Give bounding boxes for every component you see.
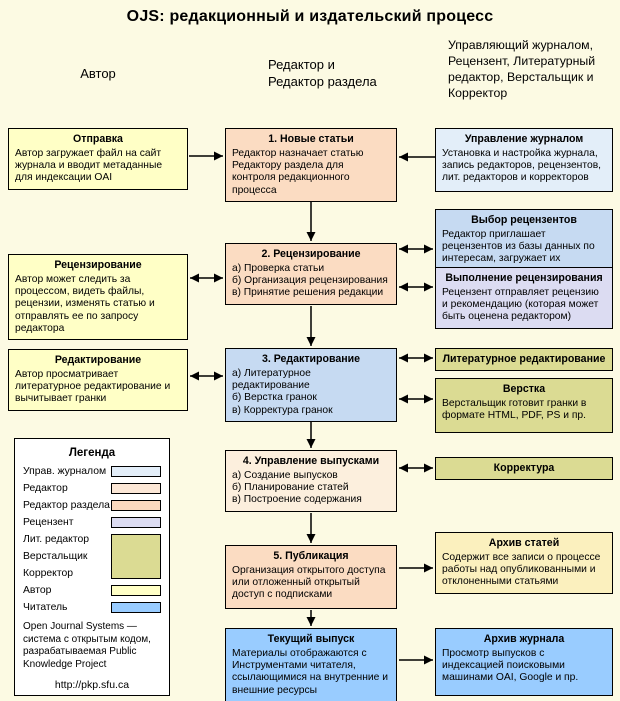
legend-item-layout-editor: Верстальщик <box>23 548 161 565</box>
legend-swatch <box>111 483 161 494</box>
legend-item-editor: Редактор <box>23 480 161 497</box>
legend-item-label: Лит. редактор <box>23 534 90 545</box>
box-body: Автор может следить за процессом, видеть… <box>15 273 155 335</box>
box-body: Редактор приглашает рецензентов из базы … <box>442 228 595 265</box>
box-submission: Отправка Автор загружает файл на сайт жу… <box>8 128 188 190</box>
box-review-execution: Выполнение рецензирования Рецензент отпр… <box>435 267 613 329</box>
legend-item-reader: Читатель <box>23 599 161 616</box>
box-author-editing: Редактирование Автор просматривает литер… <box>8 349 188 411</box>
legend-item-label: Читатель <box>23 602 68 613</box>
box-body: Рецензент отправляет рецензию и рекоменд… <box>442 286 599 323</box>
legend-item-label: Корректор <box>23 568 74 579</box>
box-body: а) Литературное редактирование б) Верстк… <box>232 367 333 416</box>
column-header-editor: Редактор и Редактор раздела <box>268 57 377 89</box>
box-body: а) Создание выпусков б) Планирование ста… <box>232 469 362 506</box>
box-title: Литературное редактирование <box>442 353 606 365</box>
legend-item-reviewer: Рецензент <box>23 514 161 531</box>
box-step5-publication: 5. Публикация Организация открытого дост… <box>225 545 397 609</box>
legend-item-label: Рецензент <box>23 517 74 528</box>
column-header-author: Автор <box>80 66 116 81</box>
box-title: Редактирование <box>54 354 142 366</box>
box-step2-review: 2. Рецензирование а) Проверка статьи б) … <box>225 243 397 305</box>
page-title: OJS: редакционный и издательский процесс <box>126 8 494 25</box>
legend-note: Open Journal Systems — система с открыты… <box>23 621 151 670</box>
pkp-link[interactable]: http://pkp.sfu.ca <box>54 679 130 691</box>
box-title: Отправка <box>73 133 123 145</box>
box-title: Архив журнала <box>483 633 565 645</box>
box-title: Рецензирование <box>54 259 142 271</box>
box-title: Корректура <box>493 462 555 475</box>
legend-swatch-staff-roles <box>111 534 161 579</box>
legend-item-author: Автор <box>23 582 161 599</box>
box-current-issue: Текущий выпуск Материалы отображаются с … <box>225 628 397 701</box>
legend-item-copyeditor: Лит. редактор <box>23 531 161 548</box>
box-title: Выполнение рецензирования <box>445 272 603 284</box>
legend-item-label: Управ. журналом <box>23 466 107 477</box>
box-title: 5. Публикация <box>273 550 349 562</box>
box-article-archive: Архив статей Содержит все записи о проце… <box>435 532 613 594</box>
box-layout: Верстка Верстальщик готовит гранки в фор… <box>435 378 613 433</box>
box-body: Просмотр выпусков с индексацией поисковы… <box>442 647 579 684</box>
box-title: 3. Редактирование <box>261 353 361 365</box>
box-journal-management: Управление журналом Установка и настройк… <box>435 128 613 192</box>
box-title: Выбор рецензентов <box>471 214 577 226</box>
box-body: Установка и настройка журнала, запись ре… <box>442 147 602 184</box>
legend-swatch <box>111 585 161 596</box>
box-step1-new-articles: 1. Новые статьи Редактор назначает стать… <box>225 128 397 203</box>
legend-item-proofreader: Корректор <box>23 565 161 582</box>
box-body: Материалы отображаются с Инструментами ч… <box>232 647 389 696</box>
legend-swatch <box>111 517 161 528</box>
legend-item-journal-manager: Управ. журналом <box>23 463 161 480</box>
box-proofreading: Корректура <box>435 457 613 480</box>
legend-item-label: Верстальщик <box>23 551 88 562</box>
legend-swatch <box>111 500 161 511</box>
legend-item-label: Редактор <box>23 483 68 494</box>
box-title: Текущий выпуск <box>267 633 355 645</box>
legend-item-label: Редактор раздела <box>23 500 110 511</box>
box-copyediting: Литературное редактирование <box>435 348 613 371</box>
box-body: Автор просматривает литературное редакти… <box>15 368 171 405</box>
box-step3-editing: 3. Редактирование а) Литературное редакт… <box>225 348 397 423</box>
legend-title: Легенда <box>68 447 116 459</box>
box-body: Автор загружает файл на сайт журнала и в… <box>15 147 163 184</box>
box-body: а) Проверка статьи б) Организация реценз… <box>232 262 388 299</box>
box-body: Верстальщик готовит гранки в формате HTM… <box>442 397 587 422</box>
box-reviewer-selection: Выбор рецензентов Редактор приглашает ре… <box>435 209 613 271</box>
box-author-review: Рецензирование Автор может следить за пр… <box>8 254 188 341</box>
box-title: Архив статей <box>488 537 560 549</box>
box-body: Организация открытого доступа или отложе… <box>232 564 386 601</box>
box-step4-issue-management: 4. Управление выпусками а) Создание выпу… <box>225 450 397 512</box>
column-header-staff: Управляющий журналом, Рецензент, Литерат… <box>448 38 596 100</box>
box-title: 2. Рецензирование <box>261 248 361 260</box>
legend-swatch <box>111 602 161 613</box>
legend-item-section-editor: Редактор раздела <box>23 497 161 514</box>
box-title: 4. Управление выпусками <box>242 455 380 467</box>
box-title: Верстка <box>502 383 546 395</box>
box-journal-archive: Архив журнала Просмотр выпусков с индекс… <box>435 628 613 696</box>
box-title: Управление журналом <box>464 133 584 145</box>
legend-item-label: Автор <box>23 585 52 596</box>
box-body: Редактор назначает статью Редактору разд… <box>232 147 364 196</box>
legend-swatch <box>111 466 161 477</box>
box-title: 1. Новые статьи <box>268 133 354 145</box>
box-body: Содержит все записи о процессе работы на… <box>442 551 601 588</box>
legend: Легенда Управ. журналом Редактор Редакто… <box>14 438 170 696</box>
